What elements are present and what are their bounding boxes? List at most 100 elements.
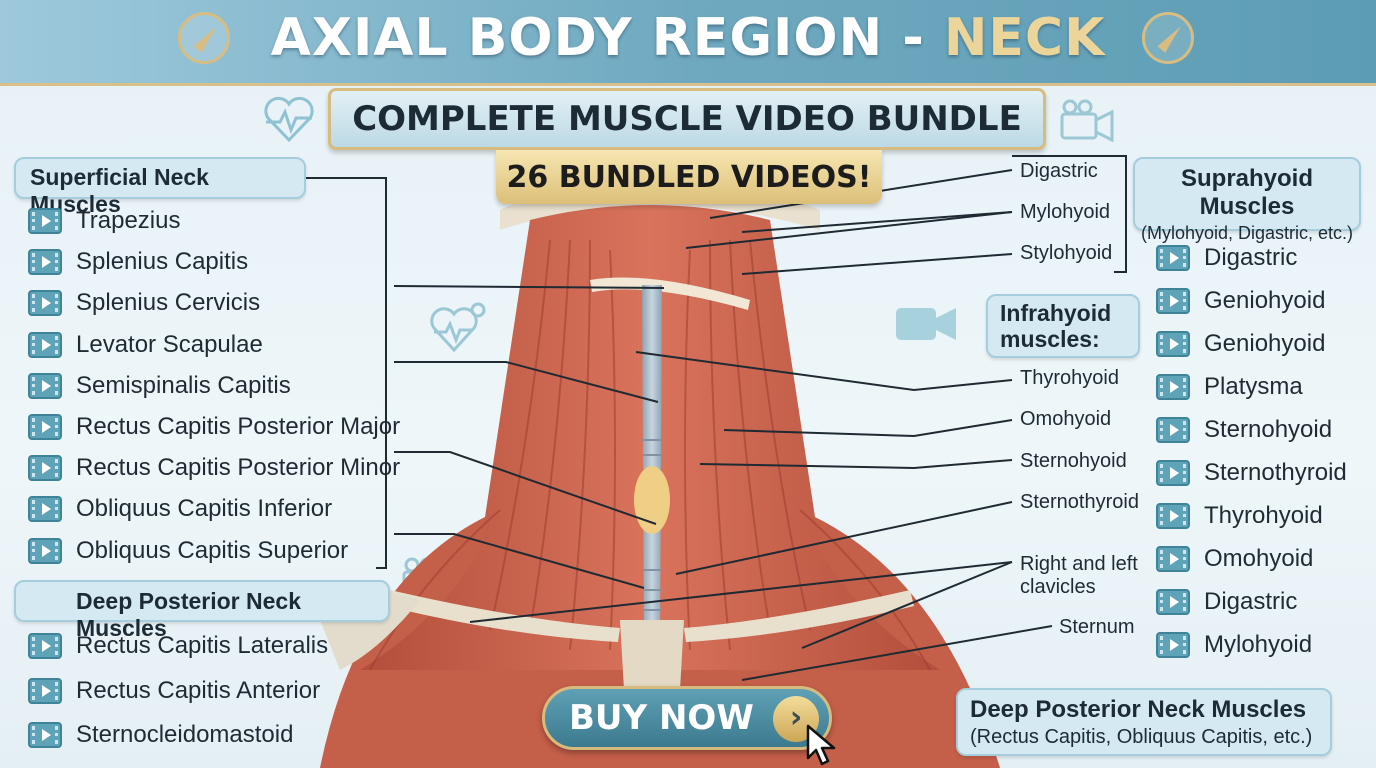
list-item[interactable]: Rectus Capitis Lateralis	[28, 628, 328, 664]
label-digastric: Digastric	[1020, 160, 1098, 182]
video-play-icon	[1156, 245, 1190, 271]
list-item-label: Obliquus Capitis Inferior	[76, 495, 333, 523]
list-item[interactable]: Rectus Capitis Posterior Minor	[28, 450, 400, 486]
list-item[interactable]: Omohyoid	[1156, 541, 1313, 577]
video-camera-icon	[896, 308, 956, 340]
buy-now-button[interactable]: BUY NOW ›	[542, 686, 832, 750]
infrahyoid-section-title: Infrahyoid muscles:	[986, 294, 1140, 358]
superficial-section-title: Superficial Neck Muscles	[14, 157, 306, 217]
video-play-icon	[1156, 546, 1190, 572]
label-sternohyoid: Sternohyoid	[1020, 450, 1127, 472]
list-item[interactable]: Sternocleidomastoid	[28, 717, 293, 753]
suprahyoid-subtitle: (Mylohyoid, Digastric, etc.)	[1140, 223, 1354, 243]
list-item[interactable]: Splenius Capitis	[28, 244, 248, 280]
list-item[interactable]: Semispinalis Capitis	[28, 368, 291, 404]
list-item-label: Sternocleidomastoid	[76, 721, 294, 748]
title-main: AXIAL BODY REGION -	[270, 8, 944, 68]
list-item-label: Levator Scapulae	[76, 330, 263, 358]
video-play-icon	[1156, 331, 1190, 357]
video-play-icon	[28, 677, 62, 704]
video-play-icon	[28, 722, 62, 748]
neck-anatomy-illustration	[320, 175, 1000, 768]
video-play-icon	[28, 372, 62, 399]
video-play-icon	[28, 633, 62, 659]
title-accent: NECK	[943, 8, 1106, 68]
list-item[interactable]: Rectus Capitis Anterior	[28, 673, 320, 709]
list-item[interactable]: Rectus Capitis Posterior Major	[28, 409, 400, 445]
list-item-label: Splenius Cervicis	[76, 289, 261, 317]
video-play-icon	[1156, 288, 1190, 314]
label-stylohyoid: Stylohyoid	[1020, 242, 1113, 264]
video-play-icon	[1156, 460, 1190, 486]
label-clavicles: Right and left clavicles	[1020, 553, 1138, 598]
video-play-icon	[28, 208, 62, 234]
label-omohyoid: Omohyoid	[1020, 408, 1112, 430]
list-item-label: Geniohyoid	[1204, 287, 1326, 314]
list-item-label: Omohyoid	[1204, 545, 1314, 572]
video-play-icon	[1156, 632, 1190, 658]
list-item[interactable]: Trapezius	[28, 203, 180, 239]
list-item[interactable]: Digastric	[1156, 240, 1297, 276]
list-item[interactable]: Geniohyoid	[1156, 326, 1325, 362]
list-item-label: Rectus Capitis Posterior Major	[76, 413, 401, 440]
list-item-label: Geniohyoid	[1204, 330, 1326, 357]
video-play-icon	[28, 537, 62, 564]
stethoscope-heart-icon	[430, 302, 486, 353]
deep-posterior-info-box: Deep Posterior Neck Muscles (Rectus Capi…	[956, 688, 1332, 756]
deep-posterior-section-title: Deep Posterior Neck Muscles	[14, 580, 390, 641]
video-play-icon	[28, 455, 62, 482]
video-play-icon	[1156, 417, 1190, 443]
video-play-icon	[28, 290, 62, 317]
video-camera-icon	[1060, 99, 1114, 142]
list-item-label: Rectus Capitis Lateralis	[76, 632, 329, 659]
list-item-label: Mylohyoid	[1204, 631, 1313, 658]
list-item[interactable]: Sternothyroid	[1156, 455, 1347, 491]
video-play-icon	[28, 414, 62, 440]
video-play-icon	[28, 496, 62, 523]
heart-pulse-icon	[264, 96, 314, 143]
list-item[interactable]: Splenius Cervicis	[28, 285, 260, 321]
suprahyoid-section-title: Suprahyoid Muscles (Mylohyoid, Digastric…	[1133, 157, 1361, 243]
video-play-icon	[1156, 374, 1190, 400]
list-item-label: Sternohyoid	[1204, 416, 1333, 443]
list-item-label: Trapezius	[76, 207, 181, 234]
list-item-label: Thyrohyoid	[1204, 502, 1323, 529]
page-title: AXIAL BODY REGION - NECK	[0, 8, 1376, 68]
list-item[interactable]: Obliquus Capitis Inferior	[28, 491, 332, 527]
list-item-label: Splenius Capitis	[76, 248, 249, 276]
suprahyoid-title: Suprahyoid Muscles	[1180, 165, 1313, 220]
list-item[interactable]: Levator Scapulae	[28, 327, 263, 363]
deep-posterior-info-subtitle: (Rectus Capitis, Obliquus Capitis, etc.)	[970, 726, 1313, 748]
list-item[interactable]: Geniohyoid	[1156, 283, 1325, 319]
video-play-icon	[1156, 503, 1190, 529]
compass-icon	[1142, 12, 1194, 64]
videos-count-badge: 26 BUNDLED VIDEOS!	[496, 150, 882, 204]
video-play-icon	[28, 249, 62, 276]
list-item[interactable]: Sternohyoid	[1156, 412, 1332, 448]
list-item[interactable]: Digastric	[1156, 584, 1297, 620]
label-thyrohyoid: Thyrohyoid	[1020, 367, 1119, 389]
list-item[interactable]: Thyrohyoid	[1156, 498, 1323, 534]
video-play-icon	[1156, 589, 1190, 615]
bundle-banner: COMPLETE MUSCLE VIDEO BUNDLE	[328, 88, 1046, 150]
cursor-icon	[806, 724, 836, 766]
list-item-label: Rectus Capitis Anterior	[76, 676, 321, 704]
video-play-icon	[28, 331, 62, 358]
deep-posterior-info-title: Deep Posterior Neck Muscles	[970, 696, 1307, 723]
list-item-label: Rectus Capitis Posterior Minor	[76, 454, 401, 482]
list-item[interactable]: Obliquus Capitis Superior	[28, 533, 348, 569]
list-item-label: Obliquus Capitis Superior	[76, 536, 349, 564]
compass-icon	[178, 12, 230, 64]
list-item-label: Digastric	[1204, 244, 1298, 271]
label-sternum: Sternum	[1059, 616, 1135, 638]
list-item[interactable]: Platysma	[1156, 369, 1303, 405]
list-item-label: Semispinalis Capitis	[76, 371, 291, 399]
list-item-label: Platysma	[1204, 373, 1303, 400]
label-sternothyroid: Sternothyroid	[1020, 491, 1139, 513]
label-mylohyoid: Mylohyoid	[1020, 201, 1111, 223]
buy-now-label: BUY NOW	[569, 698, 754, 738]
list-item-label: Sternothyroid	[1204, 459, 1347, 486]
list-item-label: Digastric	[1204, 588, 1298, 615]
list-item[interactable]: Mylohyoid	[1156, 627, 1312, 663]
